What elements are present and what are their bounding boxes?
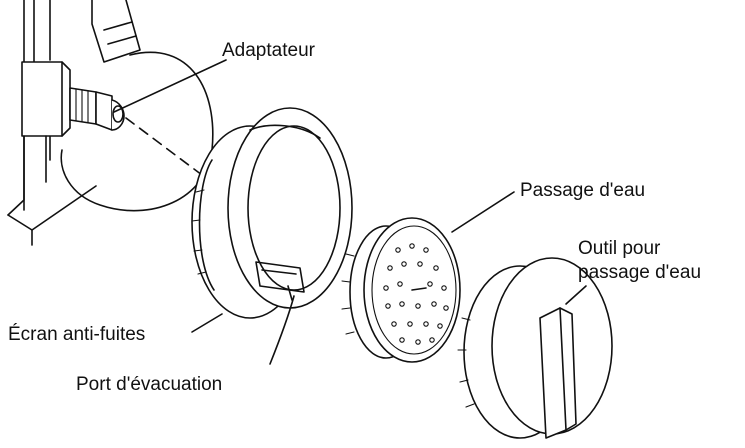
adapter-part bbox=[69, 59, 227, 179]
leak-screen-part bbox=[191, 107, 353, 365]
tool-part bbox=[457, 257, 613, 439]
label-leak-screen: Écran anti-fuites bbox=[8, 324, 145, 345]
label-tool-line1: Outil pour bbox=[578, 238, 661, 259]
wall-mount bbox=[7, 0, 214, 246]
label-tool-line2: passage d'eau bbox=[578, 262, 701, 283]
label-water-passage: Passage d'eau bbox=[520, 180, 645, 201]
label-adapter: Adaptateur bbox=[222, 40, 316, 61]
water-passage-part bbox=[341, 191, 515, 363]
water-holes bbox=[383, 243, 449, 345]
label-drain-port: Port d'évacuation bbox=[76, 374, 222, 395]
